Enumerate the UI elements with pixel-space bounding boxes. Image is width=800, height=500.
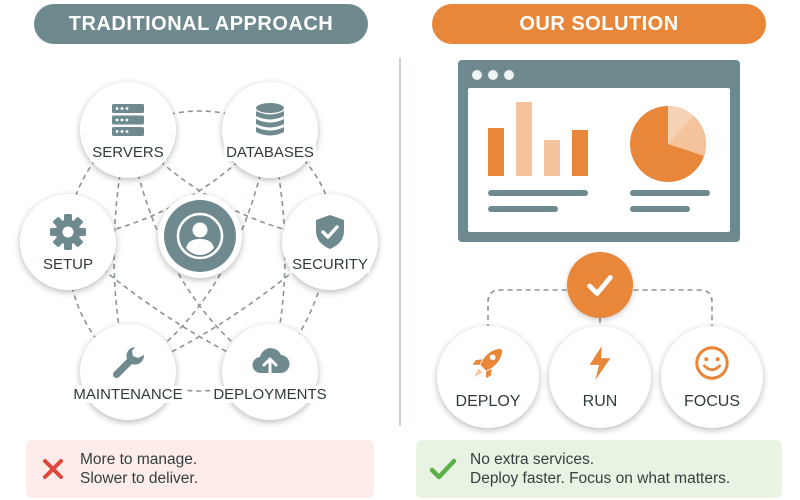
text-line-placeholder <box>488 190 588 196</box>
smiley-face-icon <box>693 344 731 387</box>
chart-bar <box>544 140 560 176</box>
servers-node: SERVERS <box>80 82 176 178</box>
deployments-node: DEPLOYMENTS <box>211 324 329 420</box>
run-label: RUN <box>582 392 618 410</box>
checkmark-icon <box>416 457 470 481</box>
traditional-approach-title: TRADITIONAL APPROACH <box>68 12 334 35</box>
security-label: SECURITY <box>290 255 370 273</box>
wrench-icon <box>108 342 148 382</box>
rocket-icon <box>469 344 507 387</box>
run-node: RUN <box>549 326 651 428</box>
window-dot <box>504 70 514 80</box>
deploy-node: DEPLOY <box>437 326 539 428</box>
benefit-line: Deploy faster. Focus on what matters. <box>470 470 731 487</box>
text-line-placeholder <box>630 206 690 212</box>
center-user-node <box>158 194 242 278</box>
chart-bar <box>572 130 588 176</box>
deploy-label: DEPLOY <box>455 392 521 410</box>
text-line-placeholder <box>630 190 710 196</box>
benefit-line: No extra services. <box>470 451 595 468</box>
security-node: SECURITY <box>282 194 378 290</box>
traditional-approach-header: TRADITIONAL APPROACH <box>34 4 368 44</box>
window-dot <box>488 70 498 80</box>
focus-node: FOCUS <box>661 326 763 428</box>
setup-label: SETUP <box>40 255 95 273</box>
our-solution-header: OUR SOLUTION <box>432 4 766 44</box>
database-icon <box>250 100 290 140</box>
drawbacks-text: More to manage. Slower to deliver. <box>80 450 198 488</box>
section-divider <box>399 58 401 426</box>
our-solution-title: OUR SOLUTION <box>519 12 679 35</box>
dashboard-area <box>468 88 730 232</box>
setup-node: SETUP <box>20 194 116 290</box>
drawback-line: More to manage. <box>80 451 198 468</box>
window-dot <box>472 70 482 80</box>
pie-chart-graphic <box>630 105 706 182</box>
focus-label: FOCUS <box>684 392 740 410</box>
maintenance-label: MAINTENANCE <box>71 385 185 403</box>
lightning-bolt-icon <box>581 344 619 387</box>
gear-icon <box>48 212 88 252</box>
benefits-text: No extra services. Deploy faster. Focus … <box>470 450 730 488</box>
user-icon <box>164 200 236 272</box>
dashboard-graphics <box>488 102 710 212</box>
chart-bar <box>488 128 504 176</box>
checkmark-icon <box>567 252 633 318</box>
text-line-placeholder <box>488 206 558 212</box>
chart-bar <box>516 102 532 176</box>
benefits-box: No extra services. Deploy faster. Focus … <box>416 440 782 498</box>
browser-window-icon <box>458 60 740 242</box>
bar-chart-graphic <box>488 102 588 176</box>
cloud-upload-icon <box>250 342 290 382</box>
drawbacks-box: More to manage. Slower to deliver. <box>26 440 374 498</box>
servers-label: SERVERS <box>90 143 166 161</box>
drawback-line: Slower to deliver. <box>80 470 199 487</box>
databases-label: DATABASES <box>224 143 316 161</box>
maintenance-node: MAINTENANCE <box>71 324 185 420</box>
databases-node: DATABASES <box>222 82 318 178</box>
server-rack-icon <box>108 100 148 140</box>
deployments-label: DEPLOYMENTS <box>211 385 329 403</box>
shield-check-icon <box>310 212 350 252</box>
cross-icon <box>26 457 80 481</box>
